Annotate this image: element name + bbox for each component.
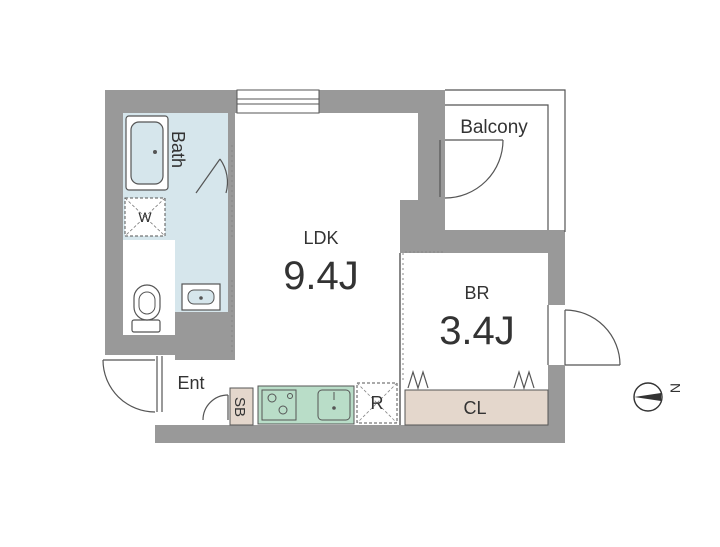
toilet-icon bbox=[131, 284, 161, 333]
ldk-size: 9.4J bbox=[283, 254, 359, 298]
fridge-label: R bbox=[371, 393, 384, 413]
compass-label: N bbox=[667, 383, 683, 393]
top-window bbox=[236, 89, 320, 114]
closet bbox=[404, 369, 549, 426]
partition bbox=[399, 251, 445, 425]
entrance-area bbox=[155, 355, 175, 425]
kitchen-counter bbox=[257, 385, 355, 425]
washer-pan-icon bbox=[124, 197, 166, 237]
entrance-label: Ent bbox=[177, 373, 204, 393]
balcony-label: Balcony bbox=[460, 117, 528, 138]
main-wall bbox=[105, 90, 565, 443]
wall-stub bbox=[418, 197, 445, 253]
entrance-inner-door bbox=[202, 394, 229, 421]
br-label: BR bbox=[464, 283, 489, 303]
ldk-label: LDK bbox=[303, 228, 338, 248]
kitchen-sink-icon bbox=[317, 389, 351, 421]
entrance-door bbox=[102, 359, 156, 413]
compass-icon bbox=[633, 382, 663, 412]
bath-door bbox=[195, 158, 229, 194]
balcony-door bbox=[439, 139, 504, 199]
br-window bbox=[547, 305, 621, 366]
closet-label: CL bbox=[463, 398, 486, 418]
fridge-space bbox=[356, 382, 398, 424]
shoe-box bbox=[229, 387, 254, 426]
br-size: 3.4J bbox=[439, 309, 515, 353]
stove-icon bbox=[261, 389, 297, 421]
balcony-outline bbox=[445, 89, 566, 232]
shoe-box-label: SB bbox=[231, 397, 248, 417]
bathtub-icon bbox=[125, 115, 169, 191]
washer-label: W bbox=[138, 209, 152, 225]
sink-icon bbox=[181, 283, 221, 311]
walls bbox=[105, 90, 565, 443]
bath-label: Bath bbox=[168, 131, 188, 168]
washroom bbox=[160, 193, 228, 240]
